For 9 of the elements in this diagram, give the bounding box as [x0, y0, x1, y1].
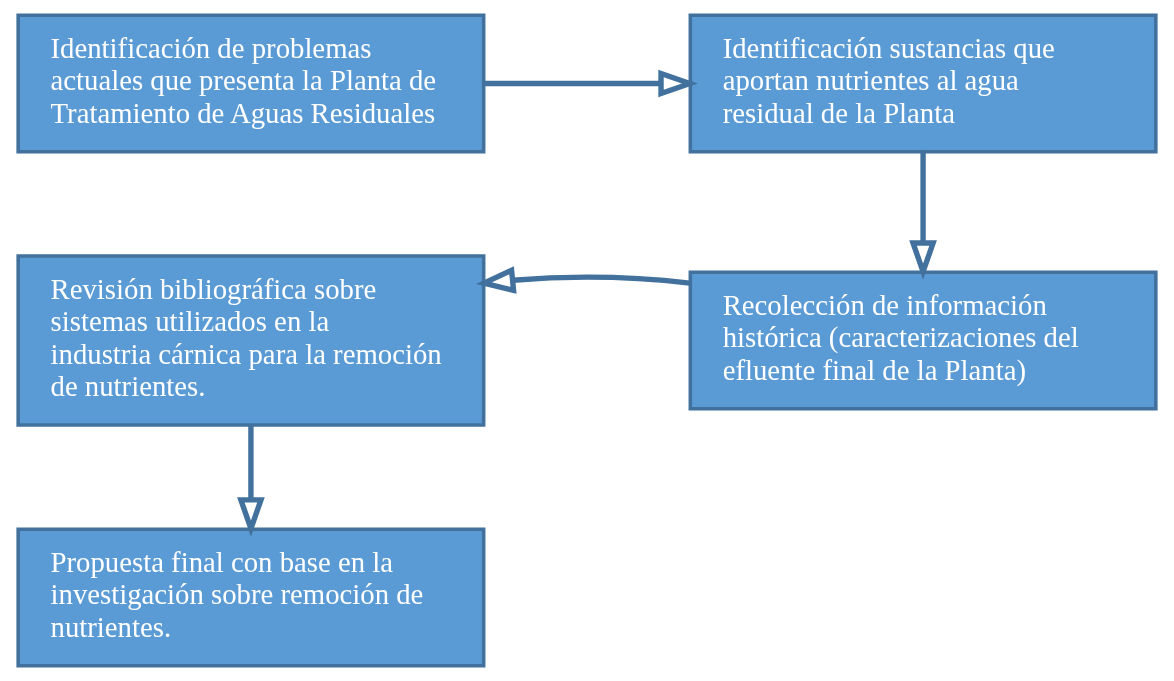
- node-box: Recolección de información histórica (caracterizaciones del efluente final de la Planta): [688, 270, 1158, 411]
- node-box: Identificación sustancias que aportan nutrientes al agua residual de la Planta: [688, 13, 1158, 154]
- arrow: [909, 151, 937, 280]
- node-box: Identificación de problemas actuales que presenta la Planta de Tratamiento de Aguas Residuales: [16, 13, 486, 154]
- node-box: Revisión bibliográfica sobre sistemas utilizados en la industria cárnica para la remoción de nutrientes.: [16, 254, 486, 427]
- arrow: [483, 69, 698, 98]
- arrow: [475, 266, 691, 294]
- arrow: [237, 425, 265, 537]
- node-box: Propuesta final con base en la investigación sobre remoción de nutrientes.: [16, 527, 486, 668]
